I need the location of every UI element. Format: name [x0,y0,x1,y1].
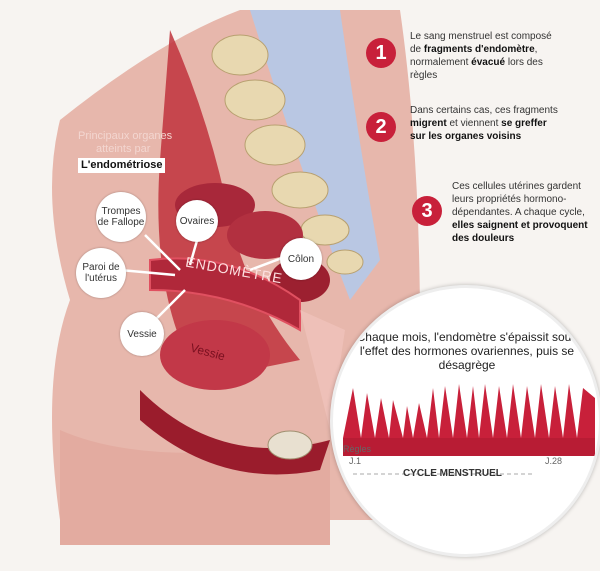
organ-paroi-label: Paroi de l'utérus [82,262,120,284]
step-3-bold1: elles saignent et provoquent des douleur… [452,220,588,244]
step-2-bold1: migrent [410,118,447,129]
step-2-mid: et viennent [446,118,502,129]
organs-title-line1: Principaux organes [78,130,173,142]
step-3-pre: Ces cellules utérines gardent leurs prop… [452,181,585,218]
pubic-bone [267,430,313,460]
bladder [160,320,270,390]
step-3-badge: 3 [412,196,442,226]
organ-ovaires-label: Ovaires [179,215,215,227]
zoom-caption: Chaque mois, l'endomètre s'épaissit sous… [356,330,578,372]
step-1-bold1: fragments d'endomètre [423,44,535,55]
step-1-post: lors des règles [410,57,543,81]
day-end: J.28 [545,456,563,466]
step-1-pre: Le sang menstruel est composé de [410,31,552,55]
zoom-circle: Chaque mois, l'endomètre s'épaissit sous… [330,285,600,557]
organs-title: Principaux organes atteints par L'endomé… [78,130,172,173]
endometrium-cycle-graphic [343,384,595,475]
step-3-text: Ces cellules utérines gardent leurs prop… [452,180,592,245]
organ-paroi: Paroi de l'utérus [76,248,126,298]
organ-colon-label: Côlon [287,253,315,265]
organ-trompes-label: Trompes de Fallope [97,206,145,228]
organ-ovaires: Ovaires [176,200,218,242]
organs-title-line2: atteints par [96,143,151,155]
organs-title-highlight: L'endométriose [78,158,166,173]
organ-vessie: Vessie [120,312,164,356]
step-1-mid: , normalement [410,44,538,68]
step-1-text: Le sang menstruel est composé de fragmen… [410,30,560,82]
regles-label: Règles [343,444,372,454]
cycle-label: CYCLE MENSTRUEL [403,468,502,479]
vertebrae [211,34,364,275]
step-1-badge: 1 [366,38,396,68]
step-2-text: Dans certains cas, ces fragments migrent… [410,104,560,143]
endometrium [149,257,301,332]
organ-colon: Côlon [280,238,322,280]
day-start: J.1 [349,456,362,466]
organ-vessie-label: Vessie [127,328,157,340]
step-2-bold2: se greffer sur les organes voisins [410,118,547,142]
step-2-badge: 2 [366,112,396,142]
step-2-pre: Dans certains cas, ces fragments [410,105,558,116]
organ-trompes: Trompes de Fallope [96,192,146,242]
step-1-bold2: évacué [471,57,506,68]
cycle-base [343,438,595,456]
